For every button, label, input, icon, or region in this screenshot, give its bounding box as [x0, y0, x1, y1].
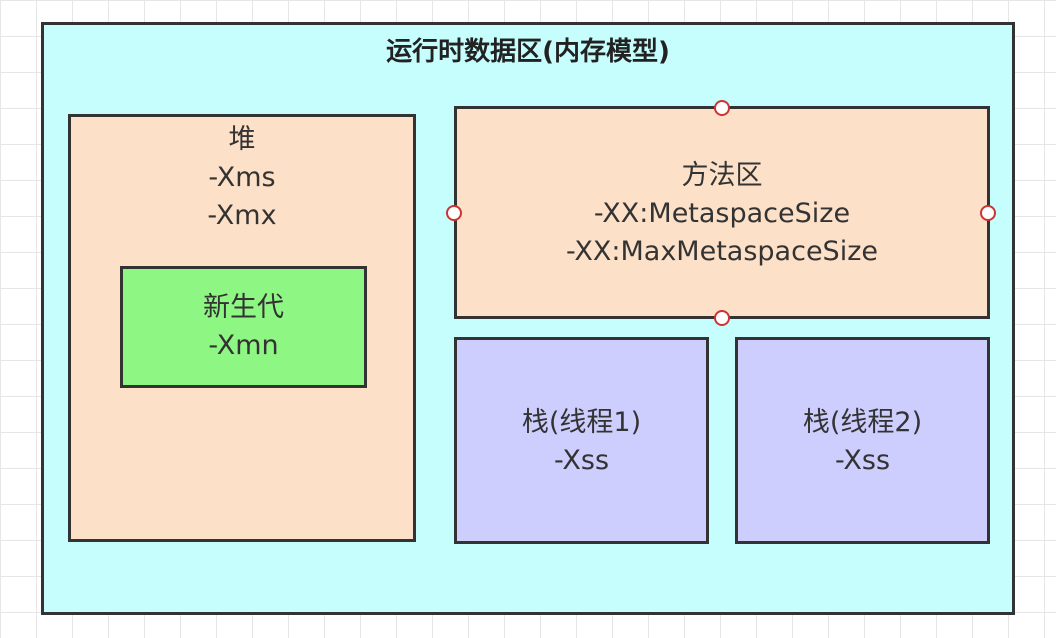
stack-thread2-xss-param: -Xss [834, 445, 891, 476]
method-area-label: 方法区 [681, 160, 763, 191]
method-area-handle-right[interactable] [980, 205, 996, 221]
method-area-handle-bottom[interactable] [714, 310, 730, 326]
method-area-box[interactable]: 方法区 -XX:MetaspaceSize -XX:MaxMetaspaceSi… [454, 106, 990, 319]
stack-thread1-box[interactable]: 栈(线程1) -Xss [454, 337, 709, 544]
stack-thread1-xss-param: -Xss [553, 445, 610, 476]
method-area-handle-left[interactable] [446, 205, 462, 221]
stack-thread2-box[interactable]: 栈(线程2) -Xss [735, 337, 990, 544]
heap-label: 堆 [228, 124, 256, 155]
young-generation-xmn-param: -Xmn [208, 330, 279, 361]
heap-xms-param: -Xms [208, 162, 276, 193]
young-generation-label: 新生代 [203, 292, 284, 323]
young-generation-box[interactable]: 新生代 -Xmn [120, 266, 367, 388]
method-area-handle-top[interactable] [714, 100, 730, 116]
stack-thread1-label: 栈(线程1) [521, 407, 642, 438]
max-metaspace-size-param: -XX:MaxMetaspaceSize [566, 236, 878, 267]
stack-thread2-label: 栈(线程2) [802, 407, 923, 438]
heap-xmx-param: -Xmx [207, 200, 277, 231]
runtime-data-area-title: 运行时数据区(内存模型) [386, 37, 670, 67]
metaspace-size-param: -XX:MetaspaceSize [593, 198, 851, 229]
